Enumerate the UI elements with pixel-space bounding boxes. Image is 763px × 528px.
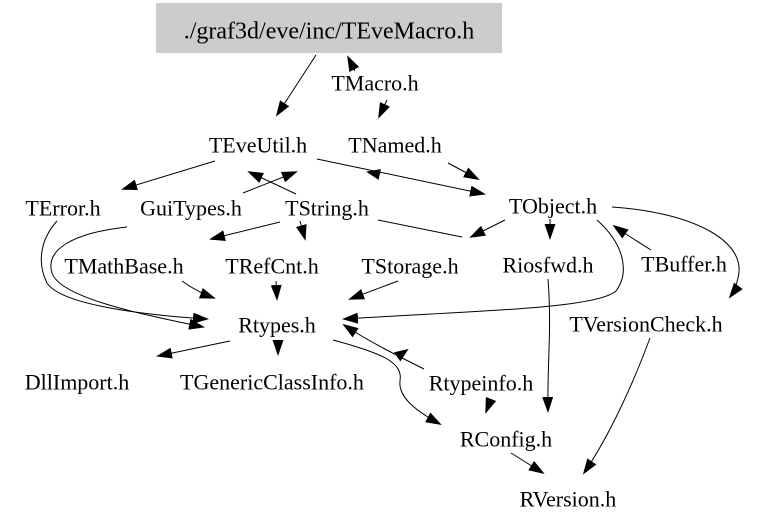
edge-tstorage-to-rtypes	[348, 280, 399, 300]
arrowhead-mid-head-teveutil-tobject	[366, 169, 381, 180]
edge-guitypes-to-teveutil	[242, 171, 298, 194]
node-trefcnt[interactable]: TRefCnt.h	[225, 254, 319, 279]
edge-tstring-to-trefcnt	[295, 220, 307, 241]
edge-tobject-to-tversioncheck	[611, 206, 743, 299]
edge-tversioncheck-to-rversion	[582, 337, 651, 475]
node-tversioncheck[interactable]: TVersionCheck.h	[569, 312, 722, 337]
node-tbuffer[interactable]: TBuffer.h	[641, 252, 727, 277]
edge-tbuffer-to-tobject	[612, 224, 652, 251]
edge-trefcnt-to-rtypes	[270, 280, 282, 301]
edge-tstring-to-tstorage	[377, 219, 463, 238]
edge-tobject-to-tstorage	[469, 219, 506, 238]
edges-layer	[40, 54, 743, 475]
edge-tstring-to-tmathbase	[209, 221, 281, 241]
edge-tobject-to-rtypes	[342, 219, 624, 324]
nodes-layer: ./graf3d/eve/inc/TEveMacro.hTMacro.hTEve…	[25, 3, 727, 512]
node-tstorage[interactable]: TStorage.h	[361, 254, 458, 279]
edge-terror-to-rtypes	[40, 220, 209, 324]
edge-riosfwd-to-rconfig	[542, 278, 554, 413]
edge-guitypes-to-rtypes	[50, 226, 205, 330]
edge-teveutil-to-tobject	[316, 158, 486, 197]
node-teveutil[interactable]: TEveUtil.h	[209, 133, 307, 158]
edge-tevemacro-to-teveutil	[275, 54, 317, 117]
edge-tmacro-to-tevemacro	[347, 55, 360, 72]
root-node-box	[156, 3, 502, 53]
arrowhead-mid-head-rtypes-rconfig	[394, 348, 409, 362]
node-tnamed[interactable]: TNamed.h	[348, 133, 441, 158]
edge-rtypeinfo-to-rconfig	[485, 396, 497, 414]
node-rtypeinfo[interactable]: Rtypeinfo.h	[429, 371, 534, 396]
node-tmacro[interactable]: TMacro.h	[331, 71, 418, 96]
edge-tmacro-to-tnamed	[378, 99, 390, 119]
node-dllimport[interactable]: DllImport.h	[25, 370, 130, 395]
node-terror[interactable]: TError.h	[25, 196, 100, 221]
edge-tstring-to-teveutil	[247, 171, 297, 195]
edge-rtypes-to-rconfig	[332, 339, 442, 425]
node-riosfwd[interactable]: Riosfwd.h	[502, 253, 593, 278]
node-tgenericclassinfo[interactable]: TGenericClassInfo.h	[180, 370, 364, 395]
edge-teveutil-to-terror	[121, 160, 216, 191]
edge-rconfig-to-rversion	[510, 452, 545, 475]
edge-rtypeinfo-to-rtypes	[342, 323, 425, 370]
edge-rtypes-to-dllimport	[156, 340, 231, 359]
node-root-tevemacro[interactable]: ./graf3d/eve/inc/TEveMacro.h	[184, 18, 475, 44]
edge-tmathbase-to-rtypes	[181, 280, 216, 299]
node-rversion[interactable]: RVersion.h	[520, 487, 617, 512]
node-tobject[interactable]: TObject.h	[509, 194, 597, 219]
node-rtypes[interactable]: Rtypes.h	[238, 313, 316, 338]
node-guitypes[interactable]: GuiTypes.h	[140, 196, 242, 221]
edge-tnamed-to-tobject	[447, 162, 480, 180]
node-tstring[interactable]: TString.h	[285, 196, 369, 221]
node-tmathbase[interactable]: TMathBase.h	[64, 254, 183, 279]
node-rconfig[interactable]: RConfig.h	[460, 427, 552, 452]
